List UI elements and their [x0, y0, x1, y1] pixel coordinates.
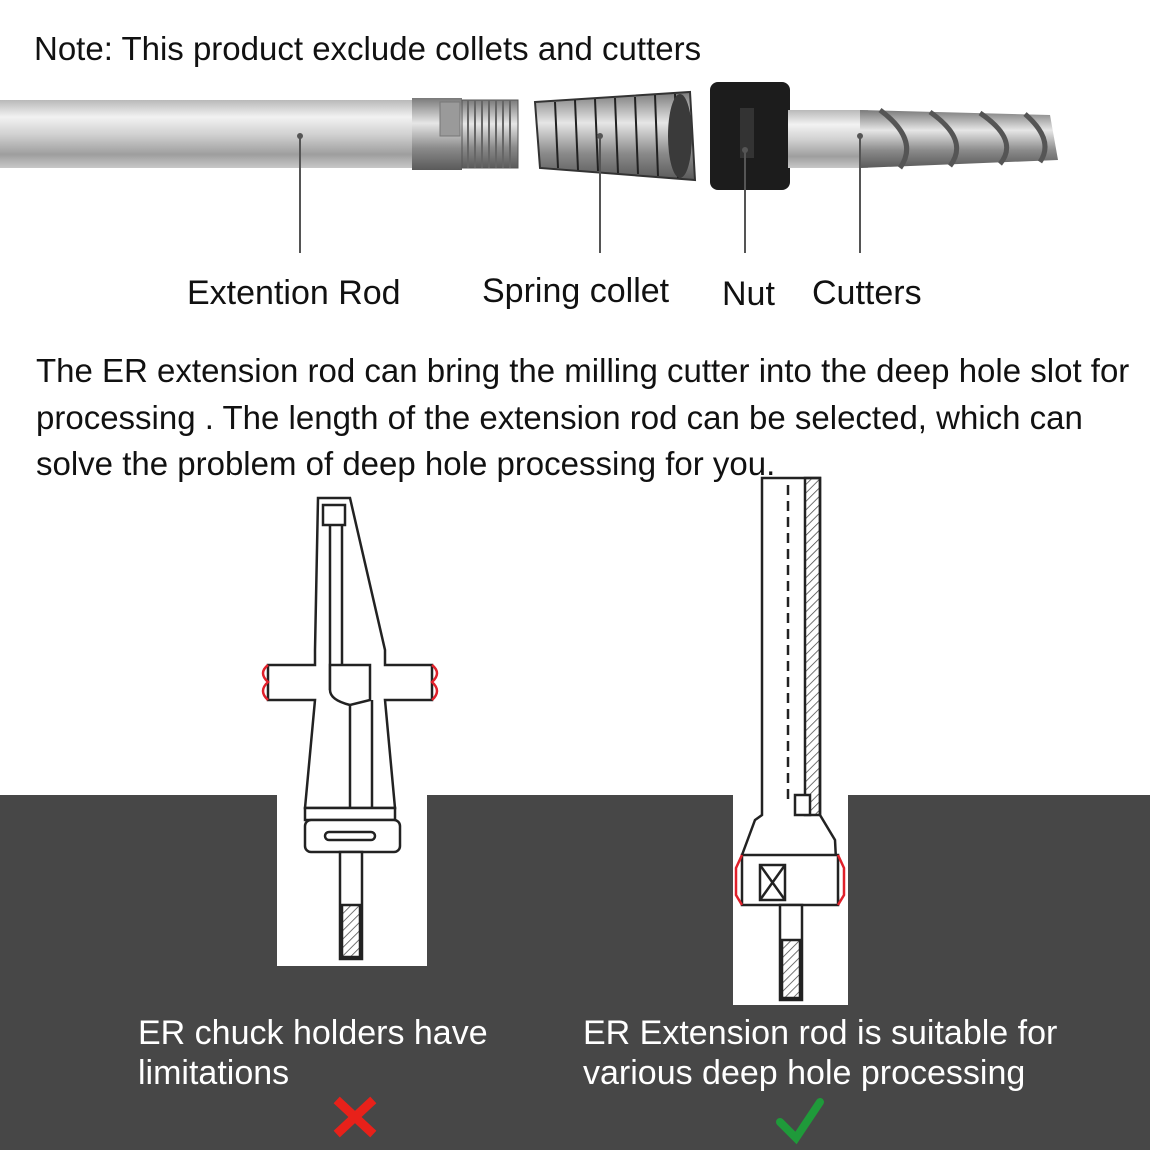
label-spring-collet: Spring collet — [482, 272, 670, 310]
red-x-icon — [333, 1096, 377, 1138]
label-nut: Nut — [722, 275, 775, 313]
description-text: The ER extension rod can bring the milli… — [36, 352, 1130, 482]
right-highlight — [734, 854, 846, 906]
caption-left: ER chuck holders have limitations — [138, 1014, 488, 1092]
spring-collet-photo — [533, 90, 697, 182]
workpiece-ground — [0, 795, 1150, 1150]
label-cutters: Cutters — [812, 274, 922, 312]
cutter-photo — [788, 108, 1058, 170]
er-chuck-holder-drawing — [266, 496, 434, 961]
green-check-icon — [776, 1098, 824, 1145]
note-text: Note: This product exclude collets and c… — [34, 30, 702, 67]
caption-right: ER Extension rod is suitable for various… — [583, 1014, 1058, 1092]
label-extension-rod: Extention Rod — [187, 274, 401, 312]
extension-rod-photo — [0, 98, 519, 170]
er-extension-rod-drawing — [740, 476, 840, 1002]
leader-lines — [299, 136, 861, 253]
left-highlight — [261, 664, 439, 701]
nut-photo — [710, 82, 790, 190]
